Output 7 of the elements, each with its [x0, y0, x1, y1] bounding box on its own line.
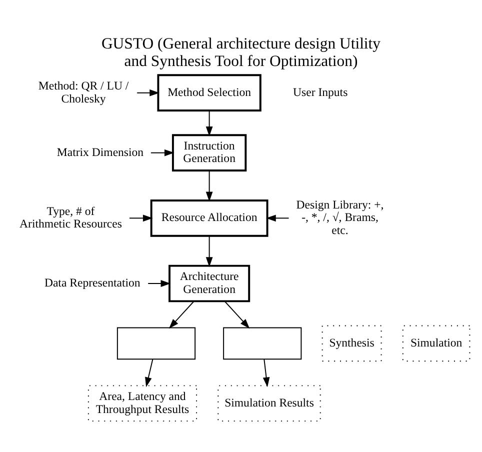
node-text: Method: QR / LU / Cholesky [38, 78, 129, 105]
node-text: Data Representation [44, 275, 140, 290]
label: User Inputs [293, 84, 348, 98]
node-text: Design Library: +, -, *, /, √, Brams, etc. [296, 196, 384, 236]
node-text: Type, # of Arithmetic Resources [20, 203, 122, 230]
node-text: Matrix Dimension [56, 144, 144, 158]
diagram-title: GUSTO (General architecture design Utility and Synthesis Tool for Optimization) [101, 34, 381, 70]
